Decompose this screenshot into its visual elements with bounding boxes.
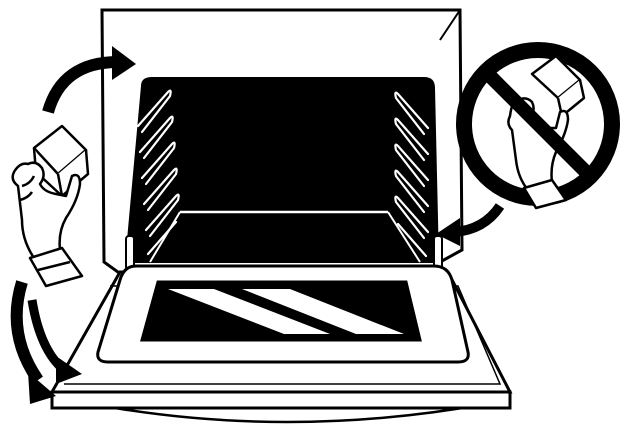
hand-with-sponge-icon: [13, 126, 88, 286]
prohibition-sign-icon: [464, 50, 612, 208]
door-window-icon: [142, 282, 420, 340]
curved-arrow-icon: [32, 300, 82, 384]
